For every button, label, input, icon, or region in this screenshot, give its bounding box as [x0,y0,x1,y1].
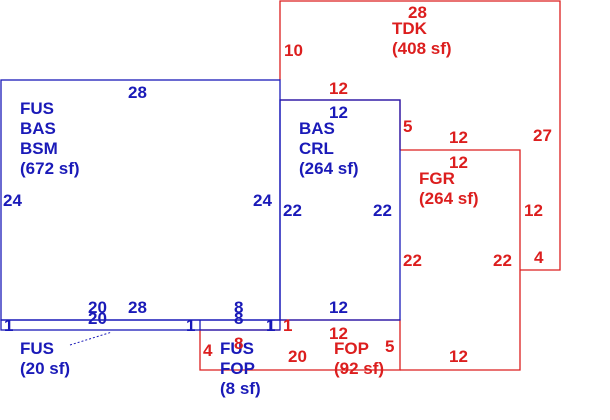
red-outlines [199,0,561,371]
area-label-tdk: TDK (408 sf) [392,19,452,58]
dim-fop-left: 4 [203,341,213,360]
dim-crl-right: 22 [373,201,392,220]
area-label-fus-small: FUS (20 sf) [20,339,70,378]
dim-bsm-right: 24 [253,191,272,210]
dim-fop-top: 12 [329,324,348,343]
dim-fgr-right: 22 [493,251,512,270]
dim-crl-top: 12 [329,103,348,122]
dim-tdk-top: 28 [408,3,427,22]
dim-fop-strip-bottom: 8 [234,334,243,353]
dim-fop-strip-top: 8 [234,309,243,328]
dim-tdk-mid-top: 12 [329,79,348,98]
dim-fop-mid: 20 [288,347,307,366]
dim-fgr-top-b: 12 [449,153,468,172]
dim-fgr-top-a: 12 [449,128,468,147]
dim-fgr-edge: 12 [524,201,543,220]
dim-tdk-left: 10 [284,41,303,60]
area-label-fus-fop: FUS FOP (8 sf) [220,339,261,398]
dim-tdk-right: 27 [533,126,552,145]
dim-bsm-left: 24 [3,191,22,210]
fus-leader-line [69,331,113,346]
blue-dimensions: 28 24 24 20 28 8 1 20 1 8 1 12 22 22 12 [3,83,392,335]
dim-fop-tick: 1 [283,316,292,335]
dim-bsm-bottom-b: 28 [128,298,147,317]
dim-crl-bottom: 12 [329,298,348,317]
tdk-outline [279,0,561,271]
dim-bsm-bottom-c: 8 [234,298,243,317]
dim-fus-strip-left: 1 [4,316,13,335]
crl-outline [279,99,401,321]
dim-fus-strip-bottom: 20 [88,309,107,328]
dim-tdk-bottom: 4 [534,248,544,267]
fgr-outline [400,149,521,371]
dim-bsm-bottom-a: 20 [88,298,107,317]
dim-bsm-top: 28 [128,83,147,102]
area-label-fop: FOP (92 sf) [334,339,384,378]
area-label-crl: BAS CRL (264 sf) [299,119,359,178]
dim-fop-strip-right: 1 [266,316,275,335]
blue-outlines [0,79,401,346]
area-label-bsm: FUS BAS BSM (672 sf) [20,99,80,178]
area-label-fgr: FGR (264 sf) [419,169,479,208]
dim-fop-step: 5 [385,337,394,356]
dim-crl-left: 22 [283,201,302,220]
dim-fgr-left: 22 [403,251,422,270]
fus-strip-outline [0,319,281,331]
dim-fop-bottom: 12 [449,347,468,366]
dim-fus-strip-mid: 1 [186,316,195,335]
dim-tdk-step: 5 [403,117,412,136]
red-dimensions: 28 10 12 5 27 4 12 12 12 22 22 1 12 8 4 … [203,3,552,366]
